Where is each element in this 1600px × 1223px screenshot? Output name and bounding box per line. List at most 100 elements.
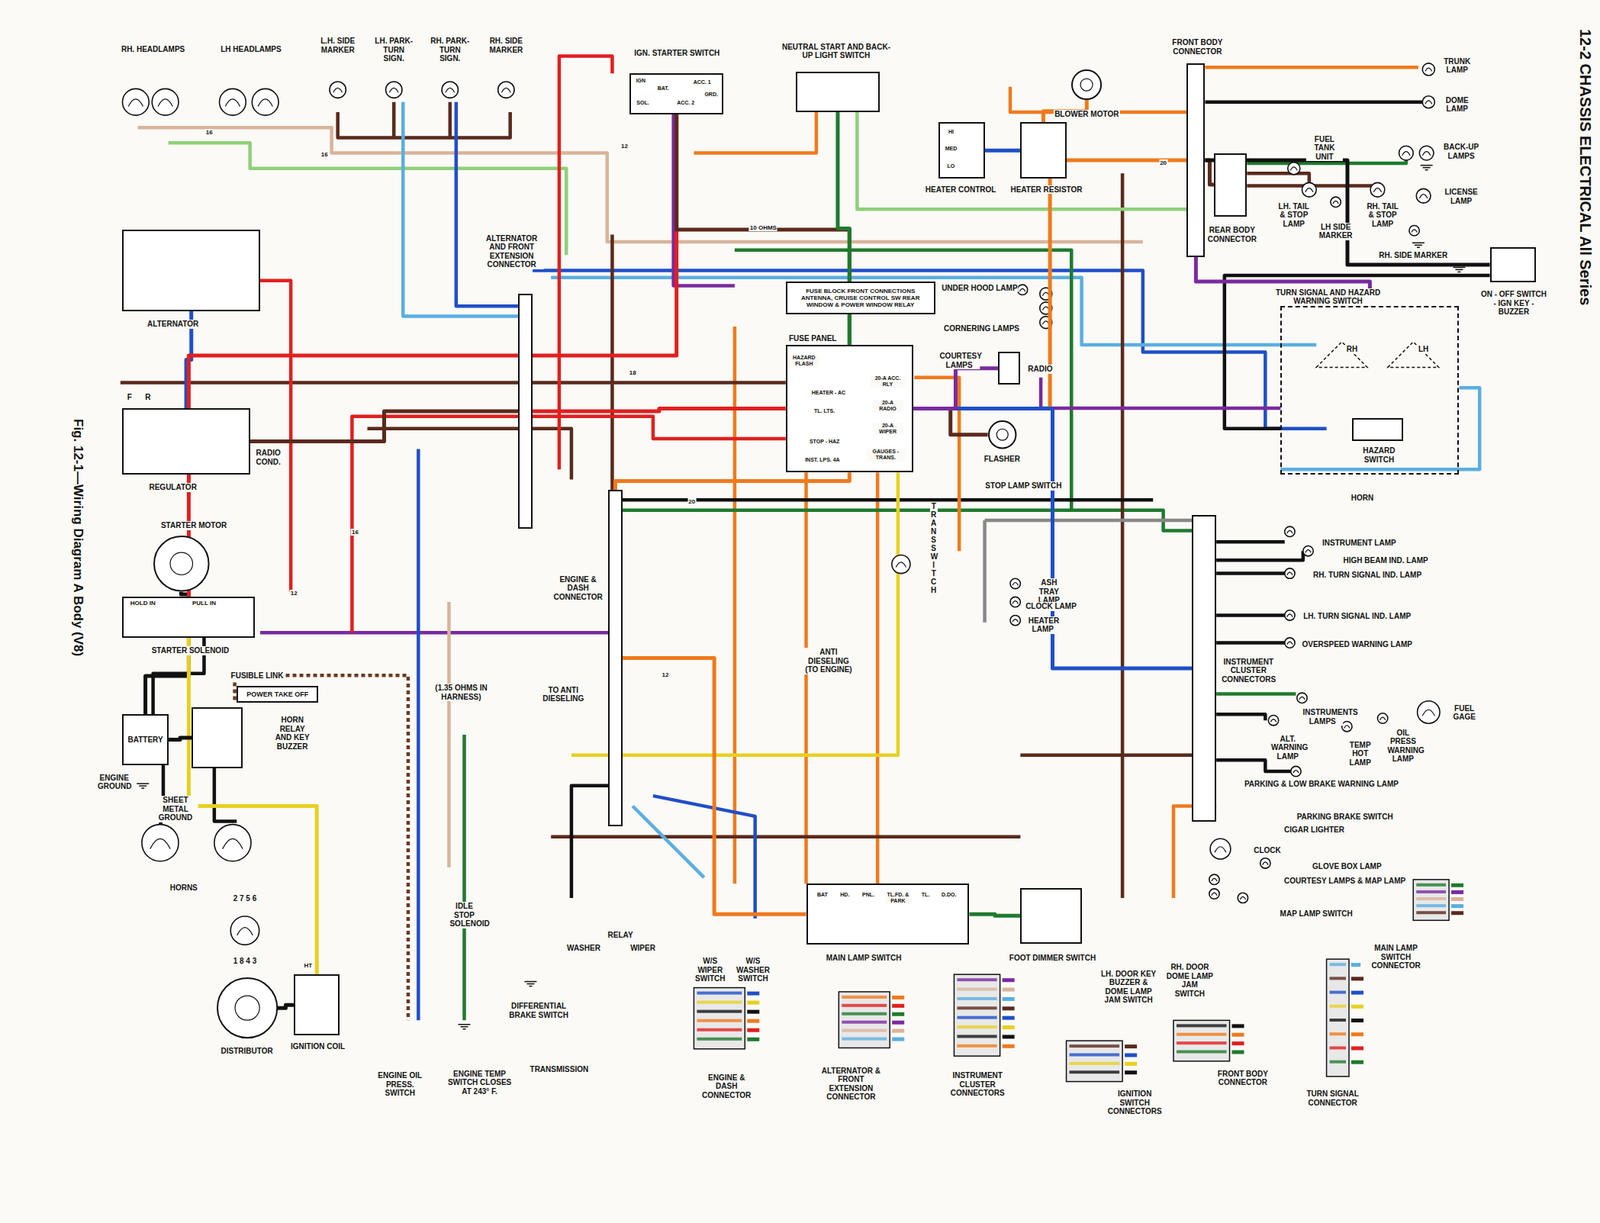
wire-connector bbox=[250, 411, 519, 442]
wire-stub bbox=[1002, 1044, 1015, 1049]
connector-pictogram bbox=[1413, 879, 1464, 921]
ground-symbol bbox=[136, 783, 149, 789]
component-label: REGULATOR bbox=[148, 482, 197, 493]
part-label: (1.35 OHMS IN HARNESS) bbox=[432, 683, 490, 702]
part-label: LH. TAIL & STOP LAMP bbox=[1275, 202, 1313, 229]
wire-connector bbox=[913, 160, 1187, 409]
wire bbox=[1216, 692, 1296, 696]
wire-connector bbox=[913, 408, 1192, 669]
part-label: RH bbox=[1345, 344, 1359, 355]
wire-stub bbox=[746, 1001, 760, 1005]
part-label: 2 7 5 6 bbox=[232, 894, 258, 904]
lamp-symbol bbox=[1237, 892, 1248, 903]
circle-outline bbox=[153, 535, 210, 593]
cavity bbox=[1416, 883, 1446, 887]
lamp-symbol bbox=[1370, 182, 1385, 197]
wire-stub bbox=[1002, 1006, 1015, 1011]
wire bbox=[550, 277, 1317, 345]
cavity bbox=[1069, 1044, 1121, 1048]
wire-connector bbox=[913, 408, 989, 435]
part-label: COURTESY LAMPS bbox=[938, 351, 979, 370]
cavity bbox=[841, 1012, 887, 1016]
wire-stub bbox=[891, 1012, 905, 1017]
wire bbox=[338, 112, 511, 138]
wire-stub bbox=[746, 1028, 760, 1033]
component-label: BLOWER MOTOR bbox=[1053, 109, 1120, 120]
turn-signal-switch: HAZARD SWITCHTURN SIGNAL AND HAZARD WARN… bbox=[1280, 305, 1459, 475]
cavity bbox=[1069, 1062, 1121, 1066]
lamp-symbol bbox=[498, 81, 515, 98]
part-label: 20-A RADIO bbox=[872, 399, 903, 413]
part-label: INSTRUMENT CLUSTER CONNECTORS bbox=[949, 1071, 1007, 1098]
cavity bbox=[956, 1044, 997, 1048]
part-label: 20-A ACC. RLY bbox=[870, 375, 905, 388]
part-label: SOL. bbox=[635, 99, 650, 107]
part-label: INSTRUMENT LAMP bbox=[1321, 538, 1398, 548]
part-label: RH. TAIL & STOP LAMP bbox=[1364, 202, 1401, 229]
component-label: FRONT BODY CONNECTOR bbox=[1166, 38, 1228, 56]
component-label: NEUTRAL START AND BACK-UP LIGHT SWITCH bbox=[779, 42, 892, 61]
wire bbox=[1216, 640, 1285, 645]
hazard-switch: HAZARD SWITCH bbox=[1352, 418, 1404, 441]
part-label: DOME LAMP bbox=[1442, 96, 1473, 114]
wire-stub bbox=[1002, 1025, 1015, 1030]
part-label: BAT. bbox=[656, 85, 670, 92]
wire-stub bbox=[1124, 1062, 1137, 1066]
wire-stub bbox=[891, 1037, 905, 1042]
cavity bbox=[1176, 1023, 1227, 1027]
lamp-symbol bbox=[1419, 145, 1434, 161]
ground-symbol bbox=[458, 1024, 471, 1030]
wire bbox=[402, 102, 519, 317]
part-label: 18 bbox=[628, 369, 638, 377]
connector-pictogram bbox=[1326, 959, 1364, 1077]
component-label: FUSE PANEL bbox=[788, 334, 838, 344]
cavity bbox=[841, 1004, 887, 1008]
part-label: RH. PARK- TURN SIGN. bbox=[429, 36, 471, 64]
heater-resistor: HEATER RESISTOR bbox=[1020, 122, 1066, 179]
lamp-symbol bbox=[1010, 596, 1021, 607]
cavity bbox=[956, 978, 997, 982]
wire bbox=[1216, 550, 1304, 561]
wire bbox=[622, 498, 1153, 503]
lamp-symbol bbox=[891, 555, 911, 574]
wire bbox=[1216, 571, 1285, 576]
wire bbox=[985, 518, 1192, 523]
part-label: 20 bbox=[1158, 159, 1168, 167]
blower-motor: BLOWER MOTOR bbox=[1071, 69, 1102, 100]
lamp-symbol bbox=[141, 824, 179, 862]
cavity bbox=[956, 997, 997, 1001]
cavity bbox=[841, 1037, 887, 1041]
component-label: IGN. STARTER SWITCH bbox=[633, 48, 721, 58]
wire bbox=[1216, 759, 1291, 772]
component-label: POWER TAKE OFF bbox=[244, 688, 311, 700]
lamp-symbol bbox=[1416, 188, 1431, 203]
part-label: SHEET METAL GROUND bbox=[153, 795, 199, 823]
wire-stub bbox=[1451, 890, 1464, 895]
wire-stub bbox=[1351, 1060, 1364, 1065]
wire bbox=[214, 768, 237, 822]
part-label: FUSIBLE LINK bbox=[230, 671, 285, 681]
lamp-symbol bbox=[122, 88, 149, 116]
part-label: RH. SIDE MARKER bbox=[1377, 251, 1449, 261]
lamp-symbol bbox=[1017, 284, 1027, 295]
cavity bbox=[956, 1006, 997, 1010]
lamp-symbol bbox=[1399, 145, 1414, 161]
lamp-symbol bbox=[441, 81, 458, 98]
part-label: HORNS bbox=[169, 883, 199, 893]
component-label: RADIO bbox=[1026, 364, 1053, 374]
wire bbox=[532, 270, 1327, 429]
lamp-symbol bbox=[1260, 858, 1271, 869]
part-label: RH. HEADLAMPS bbox=[120, 45, 186, 55]
wire-stub bbox=[1124, 1044, 1137, 1049]
part-label: ASH TRAY LAMP bbox=[1030, 578, 1068, 606]
part-label: 12 bbox=[661, 671, 670, 679]
cavity bbox=[956, 1034, 997, 1038]
radio-box: RADIO bbox=[997, 351, 1021, 385]
part-label: 1 8 4 3 bbox=[232, 956, 258, 966]
wire bbox=[260, 630, 609, 635]
wire-connector bbox=[622, 658, 807, 915]
wire-stub bbox=[1451, 897, 1464, 902]
part-label: FUEL GAGE bbox=[1449, 704, 1478, 722]
part-label: RH. TURN SIGNAL IND. LAMP bbox=[1312, 570, 1423, 580]
component-label: HAZARD SWITCH bbox=[1353, 446, 1405, 464]
